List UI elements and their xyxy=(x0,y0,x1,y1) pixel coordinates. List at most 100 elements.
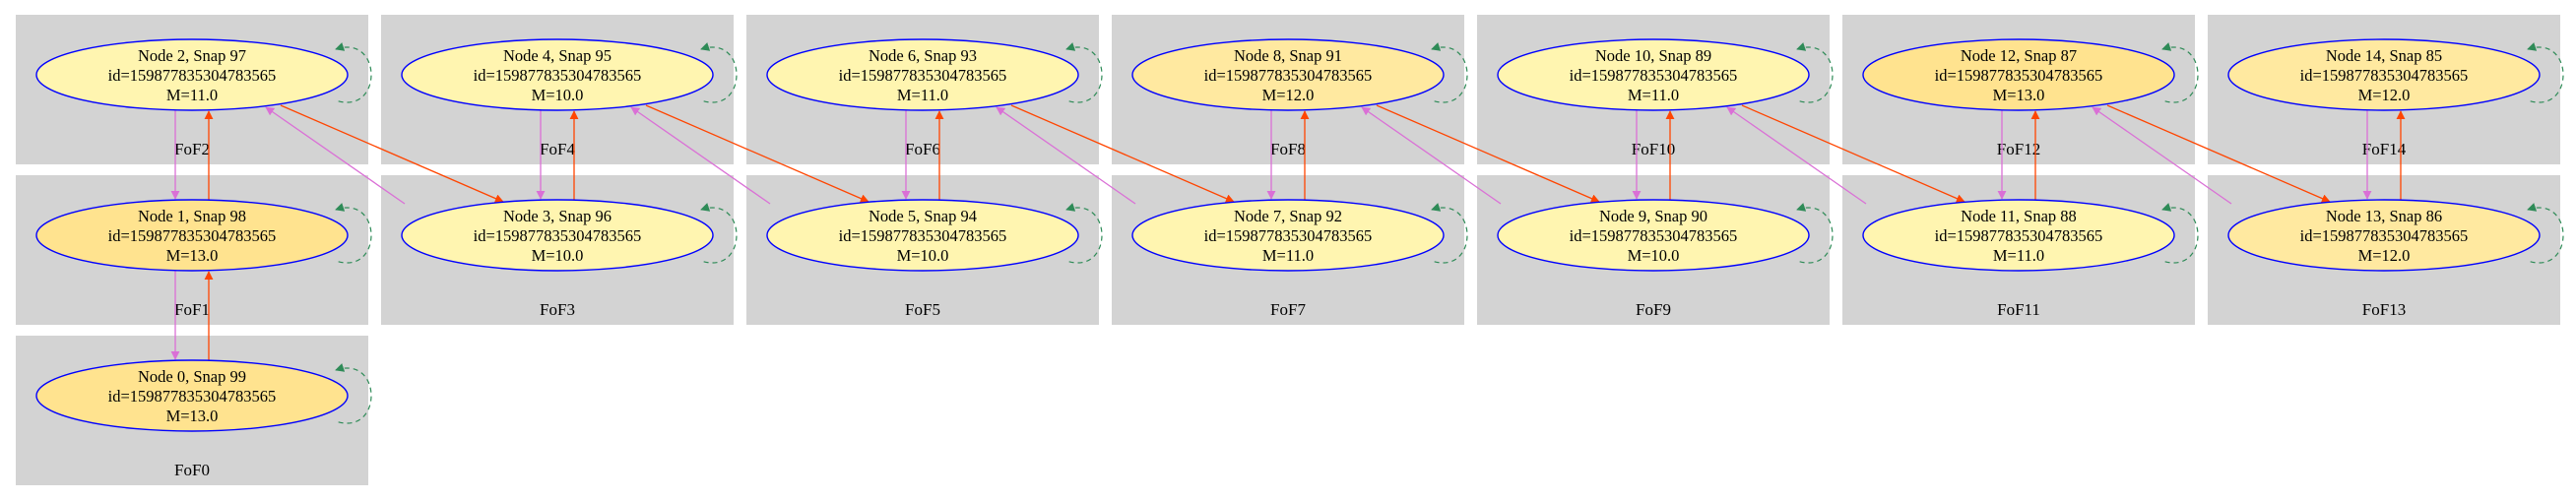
cluster-label: FoF13 xyxy=(2362,300,2406,319)
node-ellipse xyxy=(401,38,714,111)
self-loop xyxy=(1431,42,1468,103)
node-ellipse xyxy=(2227,199,2541,272)
node-id: id=159877835304783565 xyxy=(1935,226,2103,245)
node-title: Node 1, Snap 98 xyxy=(138,207,246,225)
node-8[interactable]: Node 8, Snap 91id=159877835304783565M=12… xyxy=(1131,38,1468,111)
node-mass: M=11.0 xyxy=(1628,86,1679,104)
node-9[interactable]: Node 9, Snap 90id=159877835304783565M=10… xyxy=(1497,199,1834,272)
node-ellipse xyxy=(35,359,349,432)
node-mass: M=11.0 xyxy=(166,86,218,104)
edge-n0-n1 xyxy=(170,271,214,360)
node-id: id=159877835304783565 xyxy=(2300,66,2469,85)
edge-down-line xyxy=(1361,106,1502,205)
node-12[interactable]: Node 12, Snap 87id=159877835304783565M=1… xyxy=(1862,38,2199,111)
node-title: Node 14, Snap 85 xyxy=(2326,46,2442,65)
node-ellipse xyxy=(1862,199,2175,272)
node-ellipse xyxy=(1497,199,1810,272)
node-title: Node 7, Snap 92 xyxy=(1234,207,1342,225)
node-10[interactable]: Node 10, Snap 89id=159877835304783565M=1… xyxy=(1497,38,1834,111)
cluster-label: FoF3 xyxy=(540,300,575,319)
node-14[interactable]: Node 14, Snap 85id=159877835304783565M=1… xyxy=(2227,38,2564,111)
edge-up-line xyxy=(1010,104,1235,203)
node-id: id=159877835304783565 xyxy=(474,66,642,85)
node-mass: M=13.0 xyxy=(166,407,219,425)
node-ellipse xyxy=(2227,38,2541,111)
node-id: id=159877835304783565 xyxy=(108,226,277,245)
node-6[interactable]: Node 6, Snap 93id=159877835304783565M=11… xyxy=(766,38,1103,111)
node-title: Node 12, Snap 87 xyxy=(1961,46,2077,65)
node-title: Node 5, Snap 94 xyxy=(869,207,977,225)
node-7[interactable]: Node 7, Snap 92id=159877835304783565M=11… xyxy=(1131,199,1468,272)
cluster-label: FoF1 xyxy=(174,300,210,319)
cluster-label: FoF12 xyxy=(1997,140,2040,158)
cluster-label: FoF4 xyxy=(540,140,575,158)
edge-up-line xyxy=(1376,104,1600,203)
node-id: id=159877835304783565 xyxy=(1204,226,1373,245)
self-loop xyxy=(1431,203,1468,264)
edge-n5-n6 xyxy=(901,110,944,200)
edge-n6-n7 xyxy=(996,104,1235,205)
node-mass: M=10.0 xyxy=(532,246,584,265)
node-mass: M=13.0 xyxy=(1993,86,2045,104)
edge-up-line xyxy=(280,104,504,203)
self-loop xyxy=(1796,42,1834,103)
node-id: id=159877835304783565 xyxy=(1570,226,1738,245)
node-ellipse xyxy=(1131,38,1445,111)
cluster-label: FoF2 xyxy=(174,140,210,158)
edge-n11-n12 xyxy=(1997,110,2040,200)
node-2[interactable]: Node 2, Snap 97id=159877835304783565M=11… xyxy=(35,38,372,111)
node-id: id=159877835304783565 xyxy=(839,226,1007,245)
node-4[interactable]: Node 4, Snap 95id=159877835304783565M=10… xyxy=(401,38,738,111)
node-ellipse xyxy=(35,38,349,111)
cluster-label: FoF7 xyxy=(1270,300,1306,319)
edge-down-line xyxy=(265,106,406,205)
edge-down-line xyxy=(1726,106,1867,205)
edge-up-line xyxy=(645,104,869,203)
node-1[interactable]: Node 1, Snap 98id=159877835304783565M=13… xyxy=(35,199,372,272)
self-loop xyxy=(335,363,372,424)
edge-n13-n14 xyxy=(2362,110,2406,200)
edge-n10-n11 xyxy=(1726,104,1965,205)
edge-n2-n3 xyxy=(265,104,504,205)
node-5[interactable]: Node 5, Snap 94id=159877835304783565M=10… xyxy=(766,199,1103,272)
self-loop xyxy=(2527,203,2564,264)
node-mass: M=10.0 xyxy=(532,86,584,104)
edge-n1-n2 xyxy=(170,110,214,200)
node-mass: M=11.0 xyxy=(1262,246,1314,265)
node-mass: M=13.0 xyxy=(166,246,219,265)
node-ellipse xyxy=(766,38,1079,111)
cluster-label: FoF11 xyxy=(1997,300,2040,319)
cluster-label: FoF8 xyxy=(1270,140,1306,158)
self-loop xyxy=(700,203,738,264)
node-3[interactable]: Node 3, Snap 96id=159877835304783565M=10… xyxy=(401,199,738,272)
node-mass: M=11.0 xyxy=(1993,246,2044,265)
node-id: id=159877835304783565 xyxy=(1204,66,1373,85)
node-title: Node 13, Snap 86 xyxy=(2326,207,2442,225)
self-loop xyxy=(2161,203,2199,264)
node-mass: M=12.0 xyxy=(1262,86,1315,104)
self-loop xyxy=(700,42,738,103)
self-loop xyxy=(2161,42,2199,103)
self-loop xyxy=(1796,203,1834,264)
self-loop xyxy=(1065,203,1103,264)
node-11[interactable]: Node 11, Snap 88id=159877835304783565M=1… xyxy=(1862,199,2199,272)
node-id: id=159877835304783565 xyxy=(108,387,277,406)
edge-down-line xyxy=(630,106,771,205)
edge-n4-n5 xyxy=(630,104,869,205)
edge-n9-n10 xyxy=(1632,110,1675,200)
node-title: Node 2, Snap 97 xyxy=(138,46,246,65)
node-ellipse xyxy=(1131,199,1445,272)
edge-down-line xyxy=(2092,106,2232,205)
self-loop xyxy=(2527,42,2564,103)
node-0[interactable]: Node 0, Snap 99id=159877835304783565M=13… xyxy=(35,359,372,432)
node-id: id=159877835304783565 xyxy=(474,226,642,245)
self-loop xyxy=(335,42,372,103)
node-mass: M=10.0 xyxy=(897,246,949,265)
edge-n7-n8 xyxy=(1266,110,1310,200)
node-13[interactable]: Node 13, Snap 86id=159877835304783565M=1… xyxy=(2227,199,2564,272)
node-title: Node 9, Snap 90 xyxy=(1599,207,1707,225)
cluster-label: FoF10 xyxy=(1632,140,1675,158)
node-ellipse xyxy=(1497,38,1810,111)
cluster-label: FoF0 xyxy=(174,461,210,479)
